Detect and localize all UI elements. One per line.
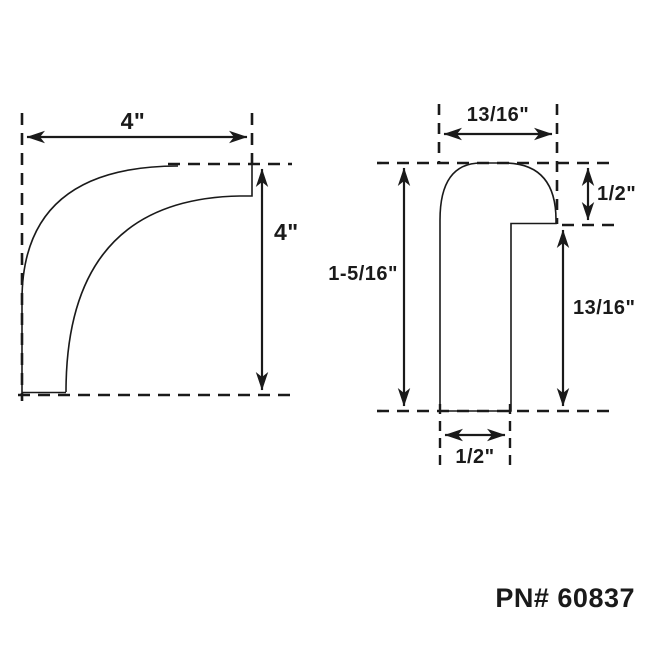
profile-outline [439, 162, 557, 412]
front-view [18, 113, 292, 401]
profile-leg-width-dimension-label: 1/2" [455, 446, 495, 468]
profile-top-width-dimension-label: 13/16" [466, 104, 530, 126]
profile-view [377, 104, 616, 466]
front-outline-outer-curve [21, 165, 179, 393]
front-outline-inner-curve [65, 164, 253, 393]
profile-overall-height-dimension-label: 1-5/16" [328, 263, 398, 285]
profile-leg-height-dimension-label: 13/16" [573, 297, 636, 319]
part-number-label: PN# 60837 [495, 583, 635, 613]
profile-lip-height-dimension-label: 1/2" [597, 183, 637, 205]
front-height-dimension-label: 4" [274, 219, 299, 245]
front-width-dimension-label: 4" [120, 108, 146, 134]
